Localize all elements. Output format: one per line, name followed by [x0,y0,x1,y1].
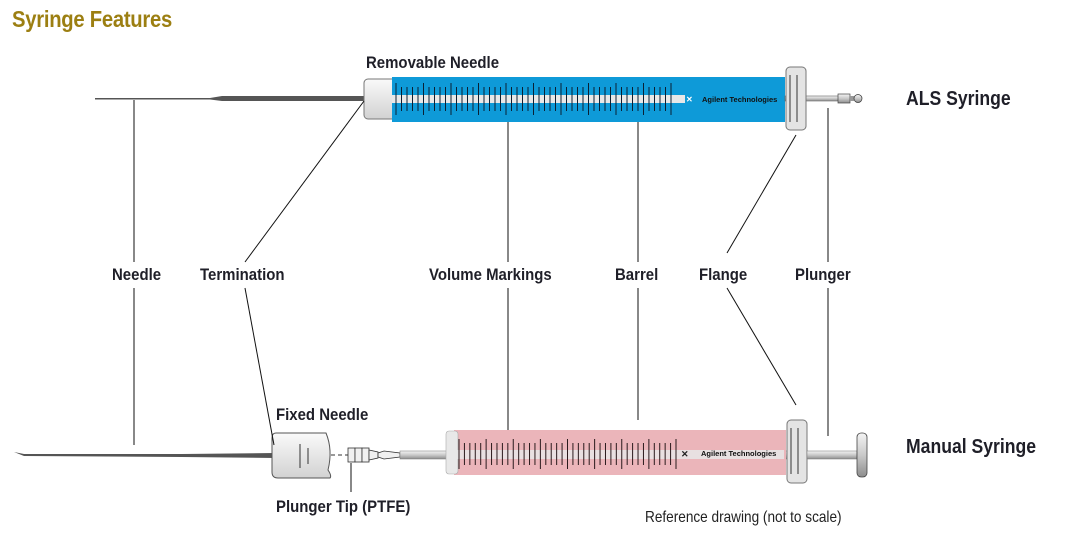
als-syringe: ✕ Agilent Technologies [95,66,863,131]
needle-callout: Needle [112,265,162,284]
als-removable-needle-cap [363,78,397,120]
manual-needle [14,452,275,458]
als-plunger-button [837,93,851,104]
als-needle [95,96,365,101]
flange-callout: Flange [699,265,748,284]
plunger-tip-label: Plunger Tip (PTFE) [276,497,411,516]
manual-fixed-needle-hub [271,432,332,479]
removable-needle-label: Removable Needle [366,53,500,72]
page-title: Syringe Features [12,6,173,32]
manual-volume-markings [458,439,677,469]
barrel-callout: Barrel [615,265,659,284]
reference-note: Reference drawing (not to scale) [645,509,842,526]
volume-markings-callout: Volume Markings [429,265,552,284]
als-flange [785,66,807,131]
callout-lines [133,100,829,492]
manual-plunger-button [856,432,868,478]
termination-callout: Termination [200,265,285,284]
manual-syringe-label: Manual Syringe [906,436,1037,458]
manual-flange [786,419,808,484]
manual-brand: Agilent Technologies [701,449,776,458]
manual-syringe: ✕ Agilent Technologies [14,419,868,484]
als-brand: Agilent Technologies [702,95,777,104]
manual-plunger-rod [806,450,858,460]
als-brand-logo: ✕ [686,95,693,104]
manual-plunger-tip [347,447,401,463]
plunger-callout: Plunger [795,265,851,284]
manual-brand-logo: ✕ [681,449,689,459]
als-volume-markings [395,83,672,115]
als-syringe-label: ALS Syringe [906,88,1011,110]
fixed-needle-label: Fixed Needle [276,405,369,424]
